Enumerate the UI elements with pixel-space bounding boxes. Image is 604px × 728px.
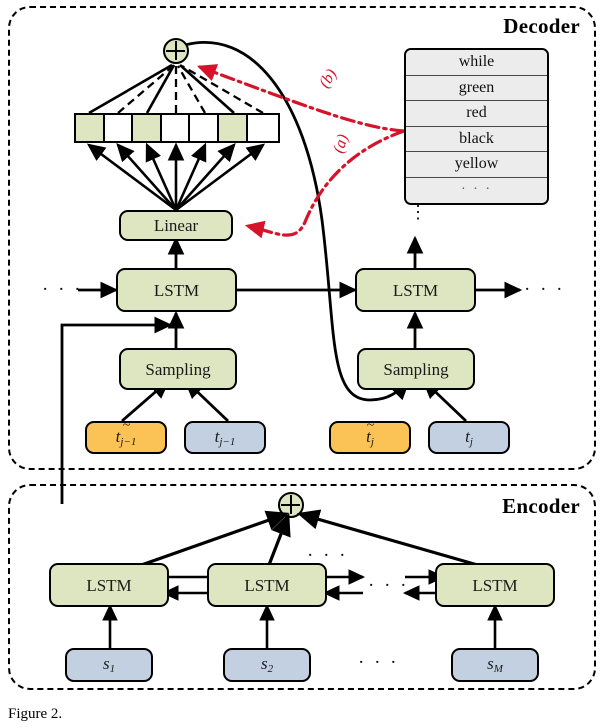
sampling-right-label: Sampling <box>383 359 449 379</box>
encoder-middle-ellipsis: · · · <box>368 575 409 596</box>
output-distribution-vector <box>74 113 280 143</box>
vector-cell <box>133 115 162 141</box>
encoder-lstm-2-label: LSTM <box>244 575 290 595</box>
encoder-input-sm-label: sM <box>487 654 503 675</box>
decoder-left-ellipsis: · · · <box>42 279 83 300</box>
encoder-panel <box>8 484 596 690</box>
input-tilde-t-j: ~tj <box>329 417 411 454</box>
vocabulary-item-ellipsis: · · · <box>406 177 547 203</box>
subscript: 2 <box>267 663 274 675</box>
vector-cell <box>247 115 277 141</box>
decoder-panel <box>8 6 596 470</box>
tilde-accent-icon: ~ <box>366 417 375 433</box>
decoder-lstm-left: LSTM <box>116 268 237 312</box>
tilde-accent-icon: ~ <box>122 417 131 433</box>
subscript: M <box>493 663 503 675</box>
encoder-bottom-ellipsis: · · · <box>358 652 399 673</box>
encoder-top-ellipsis: · · · <box>307 545 348 566</box>
decoder-sum-node <box>163 38 189 64</box>
encoder-lstm-m: LSTM <box>435 563 555 607</box>
input-t-prev: tj−1 <box>184 421 266 454</box>
decoder-lstm-right-label: LSTM <box>392 280 439 300</box>
encoder-input-s2-label: s2 <box>260 654 274 675</box>
vocabulary-item-red[interactable]: red <box>406 101 547 127</box>
vector-cell <box>76 115 105 141</box>
encoder-input-s1-label: s1 <box>102 654 116 675</box>
vocabulary-item[interactable]: while <box>406 50 547 76</box>
vocabulary-item[interactable]: green <box>406 75 547 101</box>
sampling-left-block: Sampling <box>119 348 237 390</box>
subscript: j−1 <box>219 435 236 448</box>
encoder-lstm-m-label: LSTM <box>472 575 518 595</box>
input-t-j-label: tj <box>465 426 473 448</box>
encoder-input-sm: sM <box>451 648 539 682</box>
decoder-panel-title: Decoder <box>503 14 580 38</box>
subscript: 1 <box>109 663 116 675</box>
vocabulary-item[interactable]: black <box>406 126 547 152</box>
encoder-input-s2: s2 <box>223 648 311 682</box>
vector-cell <box>190 115 219 141</box>
vector-cell <box>104 115 134 141</box>
vector-cell <box>161 115 191 141</box>
encoder-lstm-1: LSTM <box>49 563 169 607</box>
vocabulary-list[interactable]: while green red black yellow · · · <box>404 48 549 205</box>
vocabulary-item[interactable]: yellow <box>406 152 547 178</box>
encoder-panel-title: Encoder <box>502 494 580 518</box>
encoder-lstm-2: LSTM <box>207 563 327 607</box>
decoder-lstm-right: LSTM <box>355 268 476 312</box>
linear-block: Linear <box>119 210 233 241</box>
sampling-left-label: Sampling <box>145 359 211 379</box>
subscript: j−1 <box>120 435 137 448</box>
linear-block-label: Linear <box>153 216 199 235</box>
input-tilde-t-j-label: ~tj <box>366 417 375 448</box>
subscript: j <box>469 435 473 448</box>
subscript: j <box>370 435 374 448</box>
input-tilde-t-prev-label: ~tj−1 <box>115 417 137 448</box>
figure-caption: Figure 2. <box>8 706 63 722</box>
input-t-j: tj <box>428 421 510 454</box>
encoder-sum-node <box>278 492 304 518</box>
encoder-lstm-1-label: LSTM <box>86 575 132 595</box>
sampling-right-block: Sampling <box>357 348 475 390</box>
decoder-right-ellipsis: · · · <box>524 279 565 300</box>
decoder-lstm-left-label: LSTM <box>153 280 200 300</box>
encoder-input-s1: s1 <box>65 648 153 682</box>
input-tilde-t-prev: ~tj−1 <box>85 417 167 454</box>
input-t-prev-label: tj−1 <box>214 426 236 448</box>
vector-cell <box>218 115 248 141</box>
